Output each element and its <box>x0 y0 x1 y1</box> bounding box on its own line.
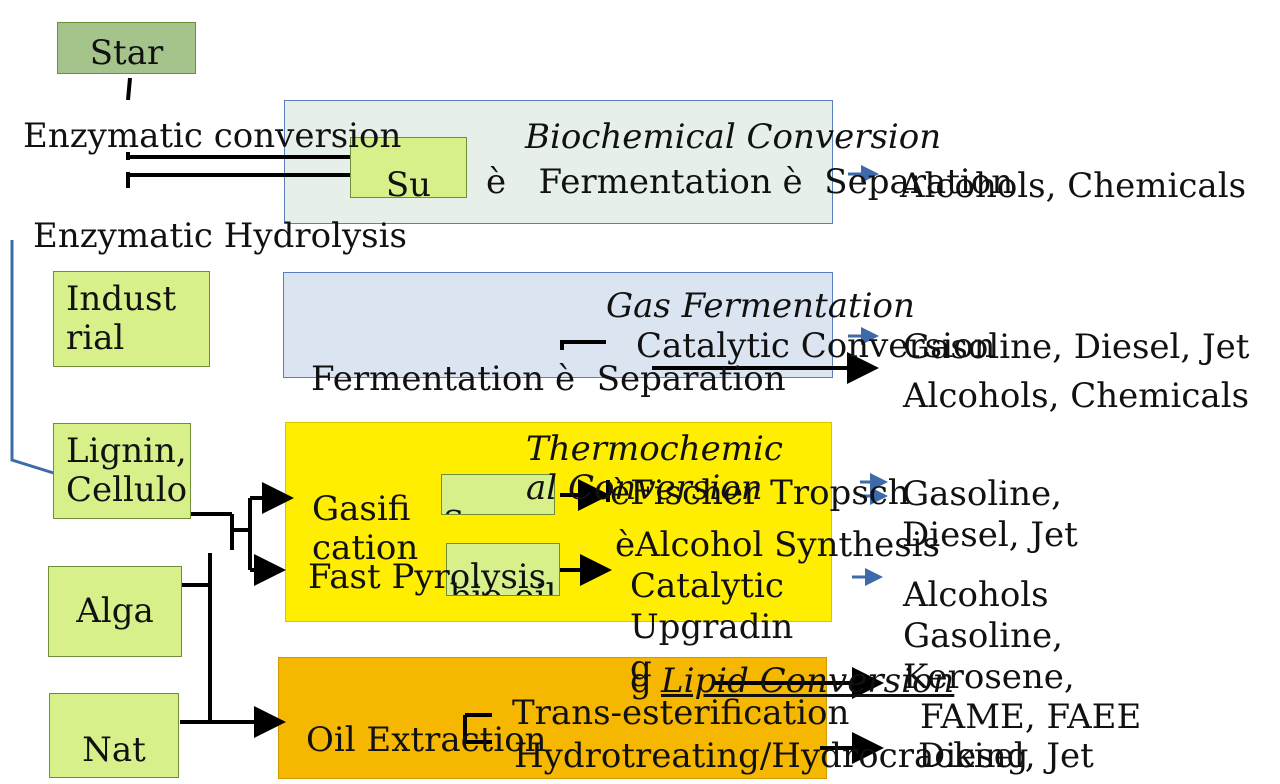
sugar-label: Su <box>385 164 432 198</box>
lipid-product-diesel: Diesel, Jet <box>918 736 1094 776</box>
enzymatic-hydrolysis-label: Enzymatic Hydrolysis <box>33 216 407 256</box>
lipid-title-prefix: g <box>630 661 652 701</box>
lipid-product-fame: FAME, FAEE <box>920 697 1142 737</box>
syngas-label: Syngas <box>443 505 552 514</box>
gas-fermentation-title: Gas Fermentation <box>606 286 915 326</box>
biochemical-process: è Fermentation è Separation <box>486 162 1014 202</box>
thermo-product-alcohols: Alcohols <box>903 575 1049 615</box>
lignin-enzymatic-link <box>10 240 61 477</box>
syngas-box: Syngas <box>441 474 555 515</box>
bio-oil-box: bio-oil <box>446 543 560 596</box>
thermochemical-panel <box>285 422 832 622</box>
hydrotreating-label: Hydrotreating/Hydrocracking <box>514 736 1029 776</box>
gas-process: Fermentation è Separation <box>311 359 786 399</box>
fast-pyrolysis-label: Fast Pyrolysis <box>308 557 547 597</box>
biochemical-product: Alcohols, Chemicals <box>900 166 1247 206</box>
transesterification-label: Trans-esterification <box>512 693 850 733</box>
lipid-title: Lipid Conversion <box>661 661 955 701</box>
enzymatic-conversion-label: Enzymatic conversion <box>23 116 402 156</box>
algae-label: Alga <box>76 590 154 631</box>
gas-product-fuels: Gasoline, Diesel, Jet <box>903 327 1250 367</box>
gas-catalytic-label: Catalytic Conversion <box>636 326 996 366</box>
lignin-cellulose-box: Lignin, Cellulo <box>53 423 191 519</box>
fischer-tropsch-label: èFischer Tropsch <box>610 473 910 513</box>
catalytic-upgrading-label: Catalytic Upgradin g <box>630 566 794 688</box>
oil-extraction-label: Oil Extraction <box>306 720 547 760</box>
alcohol-synthesis-label: èAlcohol Synthesis <box>615 525 940 565</box>
industrial-box: Indust rial <box>53 271 210 367</box>
natural-oil-label: Nat <box>82 729 146 770</box>
starch-down-line <box>126 77 132 101</box>
lignin-cellulose-label: Lignin, Cellulo <box>66 431 188 511</box>
algae-box: Alga <box>48 566 182 657</box>
industrial-label: Indust rial <box>66 279 177 359</box>
biochemical-title: Biochemical Conversion <box>525 117 942 157</box>
gasification-label: Gasifi cation <box>312 489 419 569</box>
bio-oil-label: bio-oil <box>450 577 557 595</box>
thermo-product-fuels: Gasoline, Diesel, Jet <box>902 474 1078 555</box>
gas-fermentation-panel <box>283 272 833 378</box>
sugar-box: Su <box>350 137 467 198</box>
starch-box: Star <box>57 22 196 74</box>
lipid-panel <box>278 657 827 779</box>
gas-product-chemicals: Alcohols, Chemicals <box>903 376 1250 416</box>
thermo-product-fuels-2: Gasoline, Kerosene, <box>903 616 1075 697</box>
thermochemical-title: Thermochemic al Conversion <box>526 429 783 509</box>
starch-label: Star <box>89 32 164 73</box>
natural-oil-box: Nat <box>49 693 179 778</box>
